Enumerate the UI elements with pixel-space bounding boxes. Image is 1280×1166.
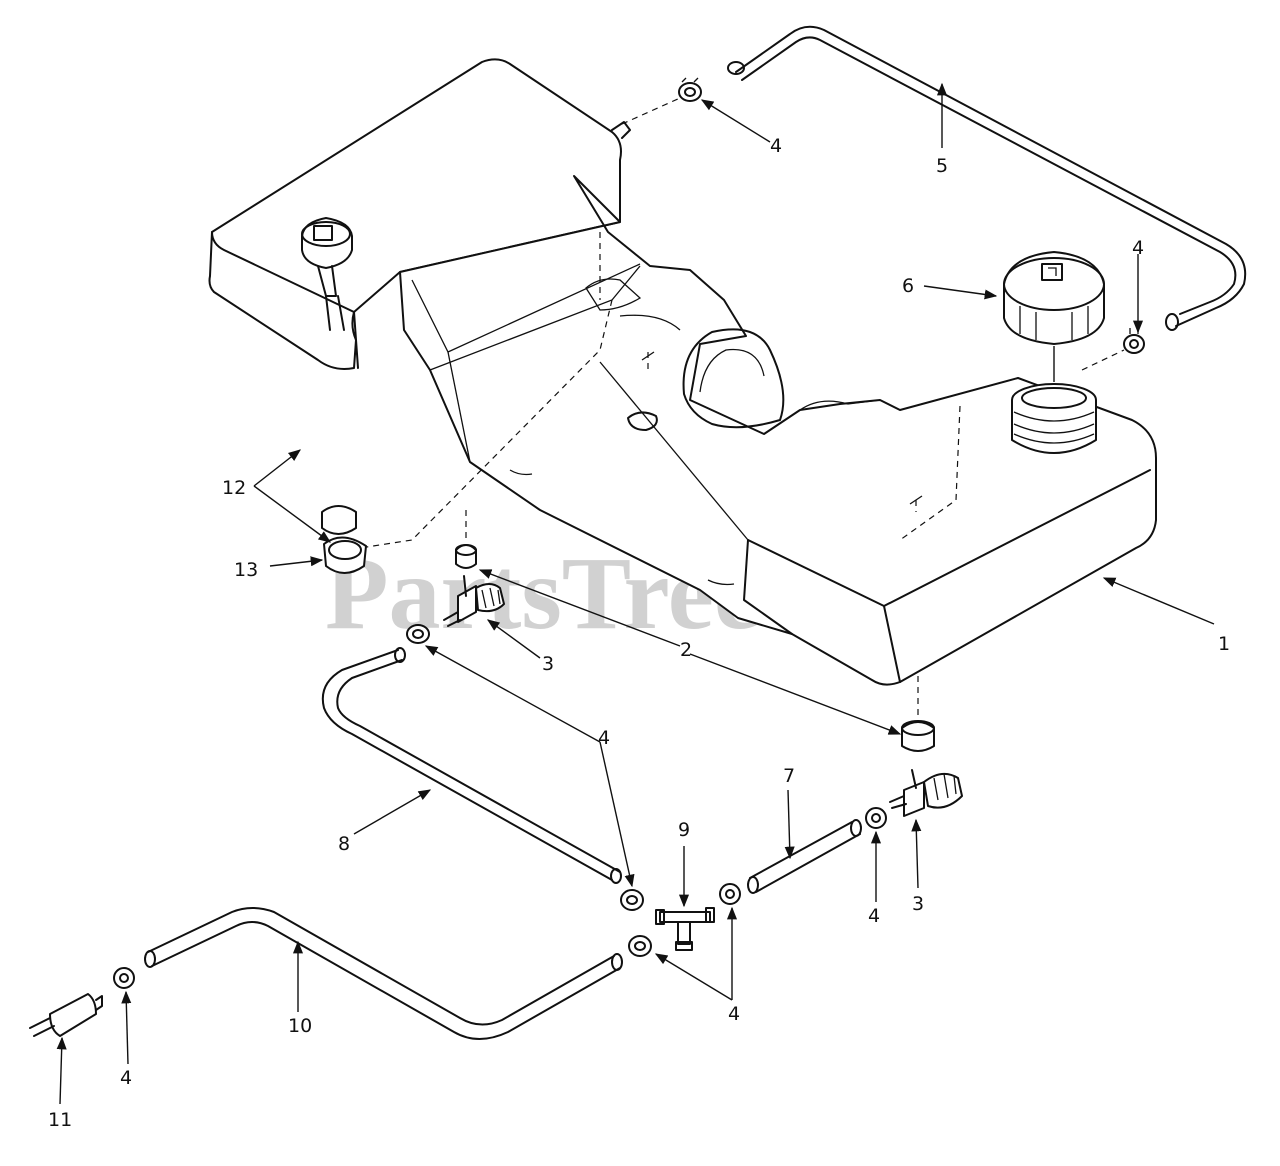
gauge-grommet (323, 536, 367, 574)
callout-6: 6 (902, 275, 914, 297)
hose-clamp-top (678, 77, 702, 102)
hose-clamp-center-c (719, 883, 741, 905)
callout-1: 1 (1218, 633, 1230, 655)
callout-labels: 1 2 3 3 4 4 4 4 4 4 5 6 7 8 9 10 11 12 1… (48, 135, 1230, 1131)
callout-4f: 4 (120, 1067, 132, 1089)
tee-fitting (655, 907, 715, 951)
fuel-tank (208, 58, 1157, 686)
hose-clamp-filter (113, 967, 135, 989)
fuel-cap (1003, 251, 1105, 345)
shutoff-valve-right (889, 769, 963, 817)
hose-clamp-center-a (620, 889, 644, 911)
callout-7: 7 (783, 765, 795, 787)
callout-4d: 4 (868, 905, 880, 927)
callout-4a: 4 (770, 135, 782, 157)
callout-5: 5 (936, 155, 948, 177)
bushing-left (455, 544, 477, 569)
hose-clamp-vent-right (1123, 328, 1145, 354)
callout-3a: 3 (542, 653, 554, 675)
callout-10: 10 (288, 1015, 312, 1037)
callout-8: 8 (338, 833, 350, 855)
bushing-right (901, 720, 935, 752)
callout-11: 11 (48, 1109, 72, 1131)
callout-9: 9 (678, 819, 690, 841)
shutoff-valve-left (443, 575, 505, 627)
fuel-hose-8 (321, 647, 622, 884)
fuel-gauge (301, 217, 357, 535)
callout-3b: 3 (912, 893, 924, 915)
callout-4e: 4 (728, 1003, 740, 1025)
callout-12: 12 (222, 477, 246, 499)
callout-2: 2 (680, 639, 692, 661)
hose-clamp-left-upper (406, 624, 430, 644)
callout-4c: 4 (598, 727, 610, 749)
hose-clamp-right-lower (865, 807, 887, 829)
fuel-hose-7 (747, 819, 862, 894)
hose-clamp-center-b (628, 935, 652, 957)
callout-13: 13 (234, 559, 258, 581)
vent-hose (727, 25, 1247, 331)
fuel-filter (29, 993, 103, 1037)
fuel-hose-10 (144, 907, 623, 1040)
leader-lines (56, 82, 1215, 1105)
callout-4b: 4 (1132, 237, 1144, 259)
